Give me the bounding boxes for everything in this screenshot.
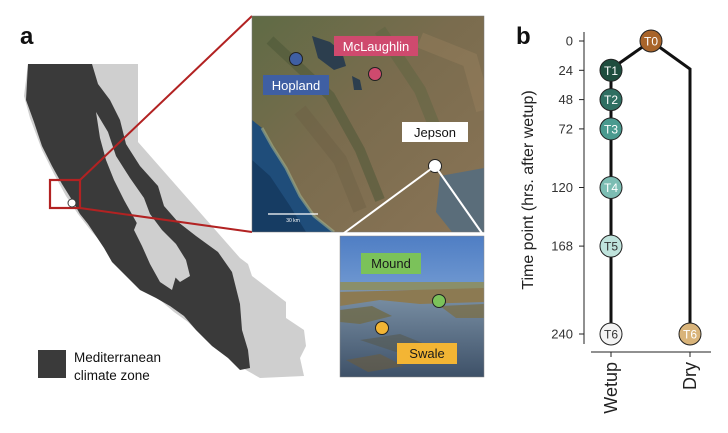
legend-line-1: Mediterranean (74, 350, 161, 365)
inset-box (48, 178, 82, 210)
time-point-node-t3-wetup (599, 117, 623, 141)
branch-label-wetup: Wetup (601, 362, 621, 414)
valley-gap (96, 112, 190, 282)
swale-label-box (397, 343, 457, 364)
panel-a-label: a (20, 23, 34, 50)
y-tick-label: 72 (559, 121, 573, 136)
time-point-node-t6-dry (678, 322, 702, 346)
time-point-label: T5 (604, 240, 618, 254)
y-axis-label: Time point (hrs. after wetup) (520, 90, 537, 289)
timeline-branches (609, 39, 692, 334)
bay-area-marker (67, 198, 77, 208)
hopland-label-box (263, 75, 329, 95)
time-point-label: T1 (604, 64, 618, 78)
legend-line-2: climate zone (74, 368, 150, 383)
scale-bar-label: 30 km (286, 218, 300, 224)
mclaughlin-label: McLaughlin (343, 39, 410, 54)
time-point-label: T0 (644, 35, 658, 49)
zoom-line-top (79, 15, 253, 181)
mclaughlin-marker (368, 67, 382, 81)
photo-zoom-line-right (434, 165, 485, 237)
time-point-label: T2 (604, 93, 618, 107)
legend-swatch (38, 350, 66, 378)
swale-label: Swale (409, 346, 444, 361)
valley-gap-2 (134, 220, 176, 290)
y-tick-label: 48 (559, 92, 573, 107)
time-point-label: T6 (604, 328, 618, 342)
hopland-marker (289, 52, 303, 66)
hopland-label: Hopland (272, 78, 320, 93)
time-point-label: T3 (604, 122, 618, 136)
y-ticks: 0 24 48 72 120 168 240 (551, 34, 584, 342)
mclaughlin-label-box (334, 36, 418, 56)
jepson-label: Jepson (414, 125, 456, 140)
mound-label: Mound (371, 256, 411, 271)
zoom-line-bottom (79, 207, 253, 233)
time-point-node-t4-wetup (599, 176, 623, 199)
swale-marker (375, 321, 389, 335)
y-tick-label: 0 (566, 34, 573, 49)
branch-label-dry: Dry (680, 362, 700, 390)
y-tick-label: 240 (551, 327, 573, 342)
time-point-node-t5-wetup (599, 234, 623, 258)
time-point-node-t6-wetup (599, 322, 623, 346)
photo-zoom-line-left (339, 165, 436, 237)
mound-label-box (361, 253, 421, 274)
y-tick-label: 24 (559, 63, 573, 78)
time-point-node-t1-wetup (599, 58, 623, 82)
y-tick-label: 120 (551, 180, 573, 195)
dry-branch-line (650, 39, 692, 334)
y-tick-label: 168 (551, 239, 573, 254)
panel-b-label: b (516, 23, 531, 50)
jepson-label-box (402, 122, 468, 142)
time-point-label: T4 (604, 181, 618, 195)
mound-marker (432, 294, 446, 308)
time-point-label: T6 (683, 328, 697, 342)
time-point-node-t2-wetup (599, 88, 623, 112)
time-point-node-t0-root (639, 29, 663, 53)
